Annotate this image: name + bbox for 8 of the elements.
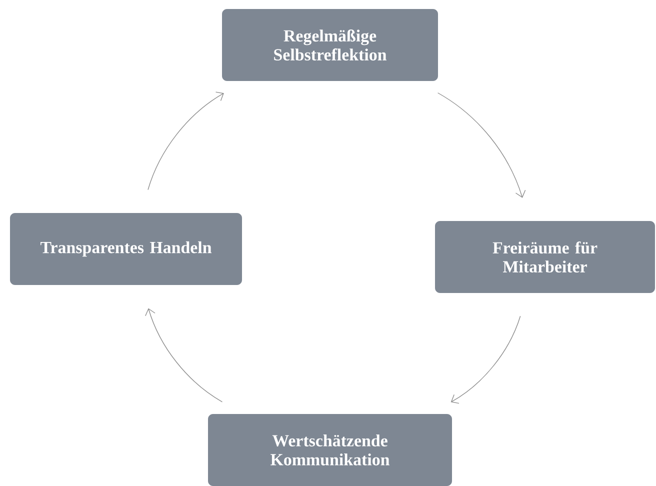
arrow	[450, 316, 521, 404]
process-box: Regelmäßige Selbstreflektion	[222, 9, 438, 81]
process-box: Freiräume für Mitarbeiter	[435, 221, 655, 293]
arrow	[437, 92, 526, 198]
arrow	[148, 92, 224, 190]
process-box: Transparentes Handeln	[10, 213, 242, 285]
process-box: Wertschätzende Kommunikation	[208, 414, 452, 486]
arrow	[145, 308, 223, 402]
